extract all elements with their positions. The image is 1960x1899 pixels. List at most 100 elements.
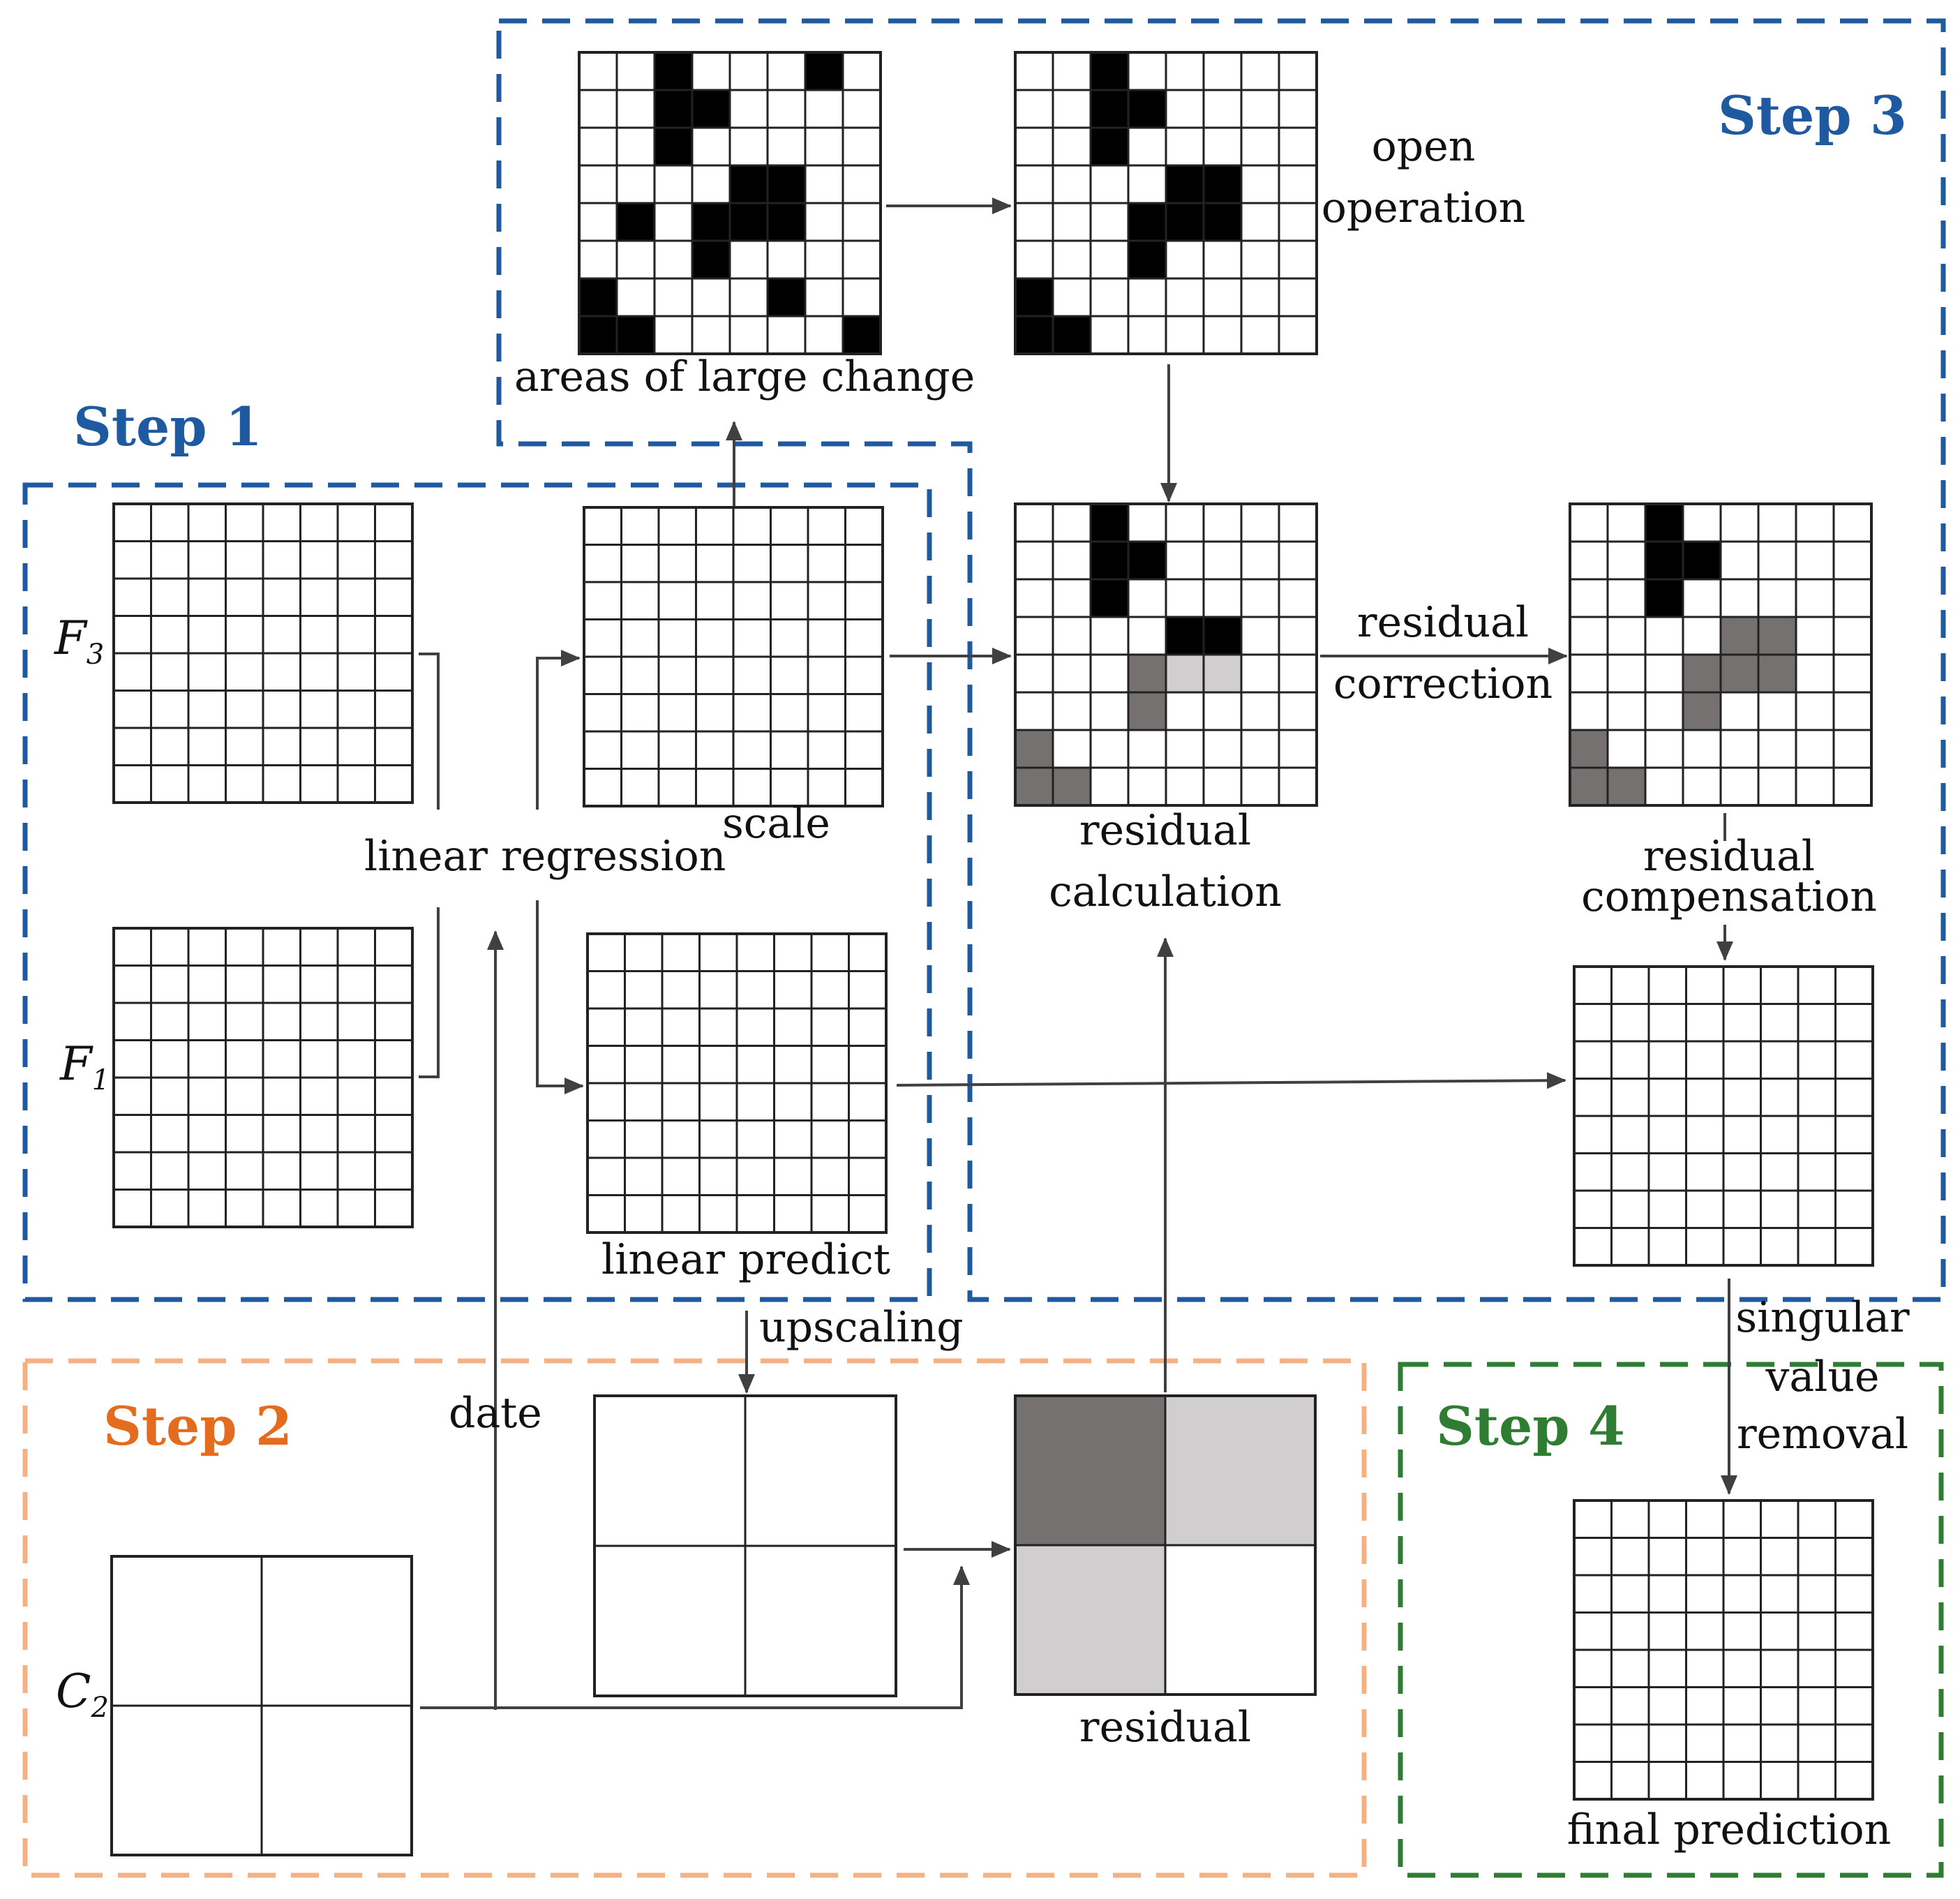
- grid-cell: [1797, 1761, 1836, 1801]
- grid-cell: [1089, 202, 1130, 242]
- grid-cell: [299, 927, 339, 967]
- grid-cell: [615, 89, 656, 129]
- f1-label: F1: [59, 1037, 110, 1096]
- residual-correction-grid: [1569, 502, 1873, 807]
- grid-cell: [1757, 691, 1797, 731]
- grid-cell: [1014, 89, 1054, 129]
- grid-cell: [620, 581, 660, 620]
- grid-cell: [695, 506, 735, 546]
- grid-cell: [299, 615, 339, 655]
- grid-cell: [1797, 1537, 1836, 1577]
- grid-cell: [1647, 1574, 1687, 1614]
- grid-cell: [728, 126, 769, 167]
- grid-cell: [1685, 1078, 1725, 1117]
- grid-cell: [1573, 1078, 1613, 1117]
- grid-cell: [773, 970, 813, 1010]
- grid-cell: [1165, 51, 1205, 91]
- grid-frame: [1014, 51, 1318, 355]
- grid-cell: [1573, 1537, 1613, 1577]
- grid-cell: [1014, 578, 1054, 618]
- grid-cell: [150, 927, 190, 967]
- grid-cell: [1052, 691, 1092, 731]
- grid-cell: [620, 768, 660, 807]
- grid-cell: [695, 544, 735, 583]
- grid-cell: [262, 1189, 301, 1228]
- grid-cell: [1240, 51, 1280, 91]
- grid-cell: [1795, 540, 1835, 581]
- grid-cell: [1647, 1078, 1687, 1117]
- grid-cell: [691, 239, 731, 280]
- grid-cell: [1089, 540, 1130, 581]
- grid-cell: [1240, 729, 1280, 769]
- grid-cell: [336, 690, 376, 729]
- grid-cell: [1202, 315, 1243, 355]
- grid-cell: [615, 126, 656, 167]
- grid-cell: [1014, 202, 1054, 242]
- grid-cell: [624, 1119, 664, 1159]
- grid-cell: [583, 693, 622, 733]
- grid-cell: [299, 1001, 339, 1041]
- grid-cell: [848, 1045, 888, 1085]
- grid-cell: [841, 89, 882, 129]
- grid-cell: [1832, 540, 1873, 581]
- grid-cell: [1240, 540, 1280, 581]
- grid-cell: [110, 1555, 263, 1707]
- grid-cell: [1202, 202, 1243, 242]
- scale-grid: [583, 506, 884, 807]
- grid-cell: [1834, 1040, 1874, 1080]
- grid-cell: [1278, 502, 1318, 543]
- grid-cell: [695, 730, 735, 770]
- grid-cell: [1719, 766, 1760, 807]
- grid-cell: [299, 1039, 339, 1079]
- grid-cell: [1573, 1761, 1613, 1801]
- grid-cell: [225, 764, 264, 804]
- grid-cell: [1644, 502, 1684, 543]
- grid-frame: [1014, 502, 1318, 807]
- grid-cell: [848, 1119, 888, 1159]
- grid-cell: [1278, 89, 1318, 129]
- grid-cell: [1573, 1611, 1613, 1651]
- grid-cell: [1834, 1761, 1874, 1801]
- grid-cell: [299, 502, 339, 542]
- grid-cell: [766, 89, 807, 129]
- grid-cell: [1127, 691, 1167, 731]
- grid-cell: [187, 577, 227, 617]
- grid-cell: [1682, 578, 1722, 618]
- grid-cell: [657, 618, 697, 658]
- step4-title: Step 4: [1436, 1395, 1625, 1457]
- grid-cell: [624, 1082, 664, 1122]
- grid-cell: [1278, 653, 1318, 694]
- singular-value-removal-label-line1: singular: [1735, 1293, 1910, 1342]
- grid-cell: [1760, 1078, 1800, 1117]
- grid-cell: [1202, 277, 1243, 318]
- grid-cell: [698, 932, 738, 972]
- grid-cell: [1797, 1152, 1836, 1192]
- grid-cell: [1014, 540, 1054, 581]
- grid-cell: [1573, 1189, 1613, 1229]
- grid-cell: [624, 1194, 664, 1234]
- grid-cell: [112, 727, 152, 766]
- grid-cell: [374, 690, 414, 729]
- open-operation-label-line1: open: [1372, 122, 1476, 171]
- grid-cell: [1797, 1115, 1836, 1154]
- grid-cell: [336, 577, 376, 617]
- grid-cell: [657, 581, 697, 620]
- grid-cell: [187, 690, 227, 729]
- step2-box: [22, 1358, 1367, 1878]
- grid-cell: [1202, 239, 1243, 280]
- final-prediction-label: final prediction: [1567, 1805, 1892, 1854]
- f1-bracket-line: [419, 907, 440, 1078]
- step3-box: [496, 18, 1946, 1302]
- step2-title: Step 2: [103, 1395, 292, 1457]
- grid-cell: [1610, 1189, 1650, 1229]
- grid-cell: [112, 1151, 152, 1191]
- grid-cell: [1644, 766, 1684, 807]
- grid-cell: [848, 970, 888, 1010]
- open-operation-grid: [1014, 51, 1318, 355]
- grid-cell: [653, 315, 694, 355]
- grid-cell: [1610, 1574, 1650, 1614]
- grid-cell: [807, 618, 846, 658]
- grid-cell: [1202, 616, 1243, 656]
- grid-cell: [1240, 164, 1280, 204]
